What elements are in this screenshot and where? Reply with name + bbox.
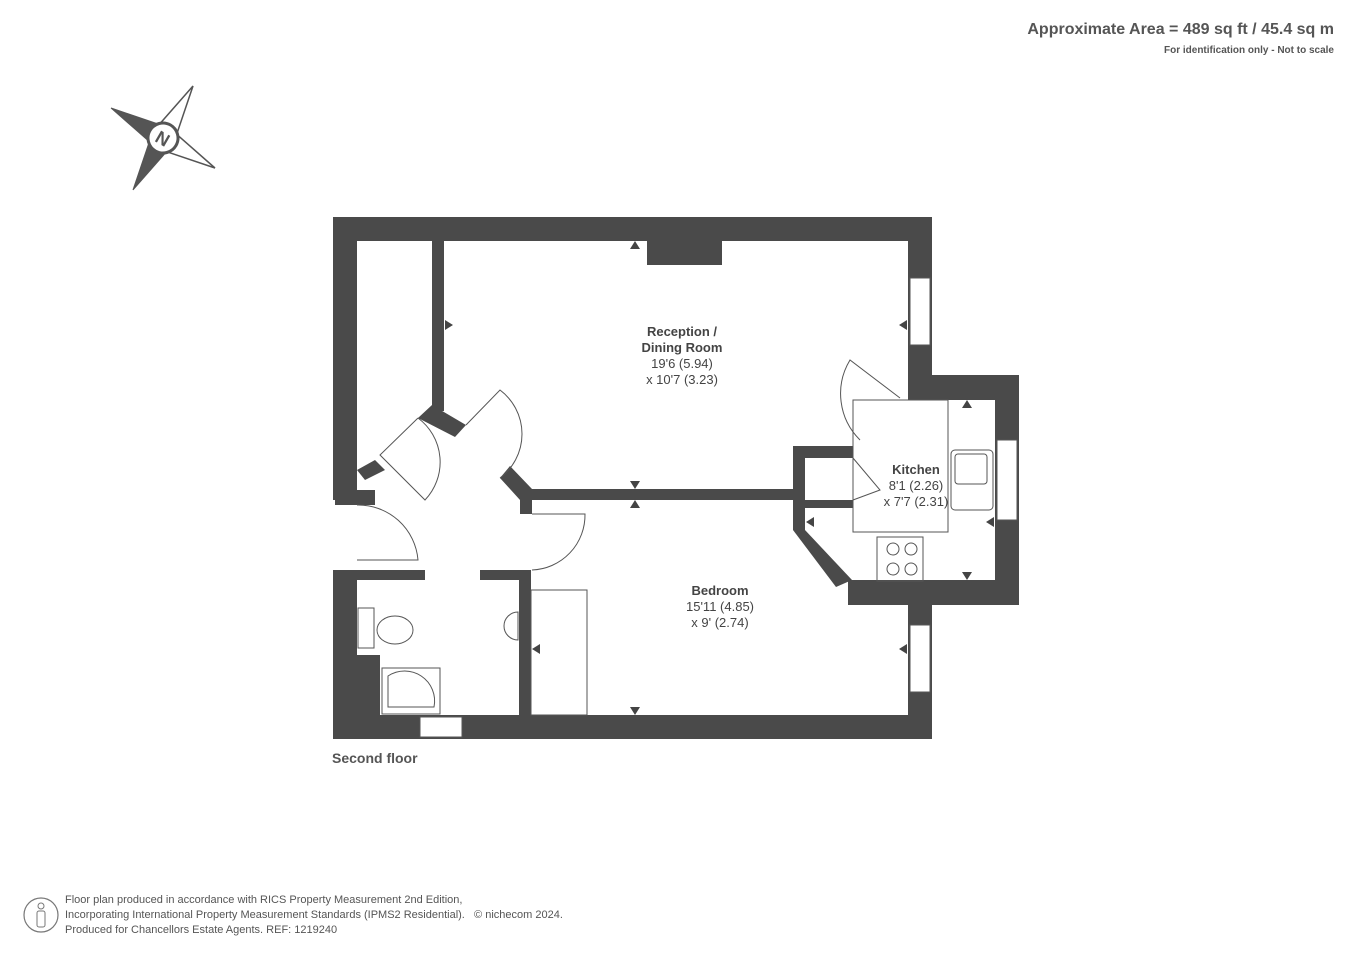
measurement-arrows (445, 241, 994, 715)
doors (356, 359, 949, 716)
approximate-area: Approximate Area = 489 sq ft / 45.4 sq m (1027, 21, 1334, 38)
floor-label: Second floor (332, 750, 418, 766)
compass-icon: N (110, 85, 216, 191)
windows (419, 277, 1018, 738)
person-scale-icon (23, 897, 59, 933)
walls (333, 217, 1019, 739)
room-label-kitchen: Kitchen 8'1 (2.26)x 7'7 (2.31) (883, 462, 949, 509)
footer-text: Floor plan produced in accordance with R… (65, 894, 563, 936)
room-label-reception: Reception / Dining Room 19'6 (5.94)x 10'… (641, 324, 723, 387)
room-label-bedroom: Bedroom 15'11 (4.85)x 9' (2.74) (685, 583, 755, 630)
scale-note: For identification only - Not to scale (1163, 45, 1334, 56)
fixtures (357, 449, 994, 715)
